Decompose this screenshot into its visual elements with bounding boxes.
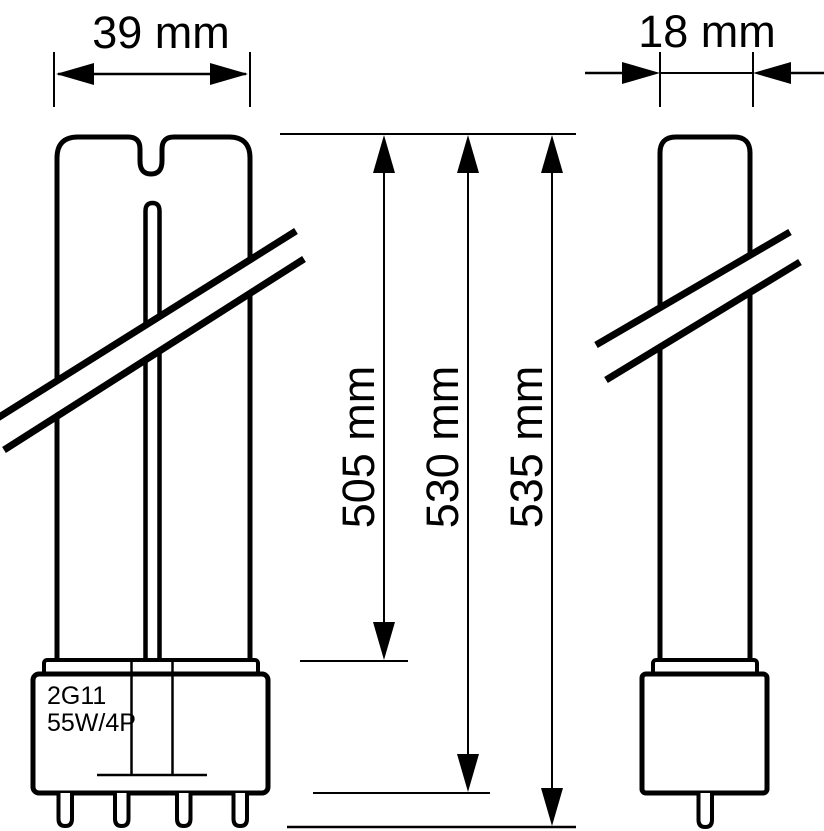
dim18-arrow-right: [753, 62, 791, 84]
break-band-side: [593, 228, 803, 383]
dim505-arrow-up: [373, 135, 395, 173]
dim505-arrow-down: [373, 622, 395, 660]
dimension-front-width: 39 mm: [53, 7, 251, 107]
side-tube-outline: [657, 134, 753, 664]
front-pin-3: [175, 793, 193, 829]
base-marking-power: 55W/4P: [47, 709, 136, 737]
front-pin-4: [231, 793, 249, 829]
break-line-side-lower: [604, 259, 802, 383]
lamp-front-view: 2G11 55W/4P: [30, 134, 271, 829]
side-pin: [696, 793, 714, 830]
front-tube-inner-slot: [143, 200, 162, 663]
overall-length-label: 535 mm: [501, 366, 552, 529]
front-base-housing: [30, 671, 271, 796]
break-band-front: [0, 228, 306, 453]
break-band-side-mask: [593, 229, 803, 383]
front-pin-2: [113, 793, 131, 829]
dim39-arrow-right: [210, 63, 248, 85]
front-pin-1: [56, 793, 74, 829]
base-marking-socket: 2G11: [47, 682, 106, 710]
dim39-arrow-left: [56, 63, 94, 85]
tube-length-label: 505 mm: [333, 366, 384, 529]
front-tube-outline: [54, 134, 253, 664]
dim530-arrow-down: [457, 754, 479, 792]
break-band-front-mask: [0, 228, 306, 453]
dim530-arrow-up: [457, 135, 479, 173]
dimension-lengths: 505 mm 530 mm 535 mm: [280, 133, 576, 829]
dim18-arrow-left: [622, 62, 660, 84]
side-width-label: 18 mm: [638, 6, 776, 57]
base-length-label: 530 mm: [417, 366, 468, 529]
dim535-arrow-down: [541, 788, 563, 826]
side-base-housing: [639, 671, 770, 796]
break-line-front-lower: [2, 256, 306, 453]
break-line-side-upper: [594, 228, 792, 349]
break-line-front-upper: [0, 228, 298, 421]
dimension-side-width: 18 mm: [585, 6, 824, 107]
front-width-label: 39 mm: [92, 7, 230, 58]
lamp-side-view: [639, 134, 770, 830]
dim535-arrow-up: [541, 135, 563, 173]
